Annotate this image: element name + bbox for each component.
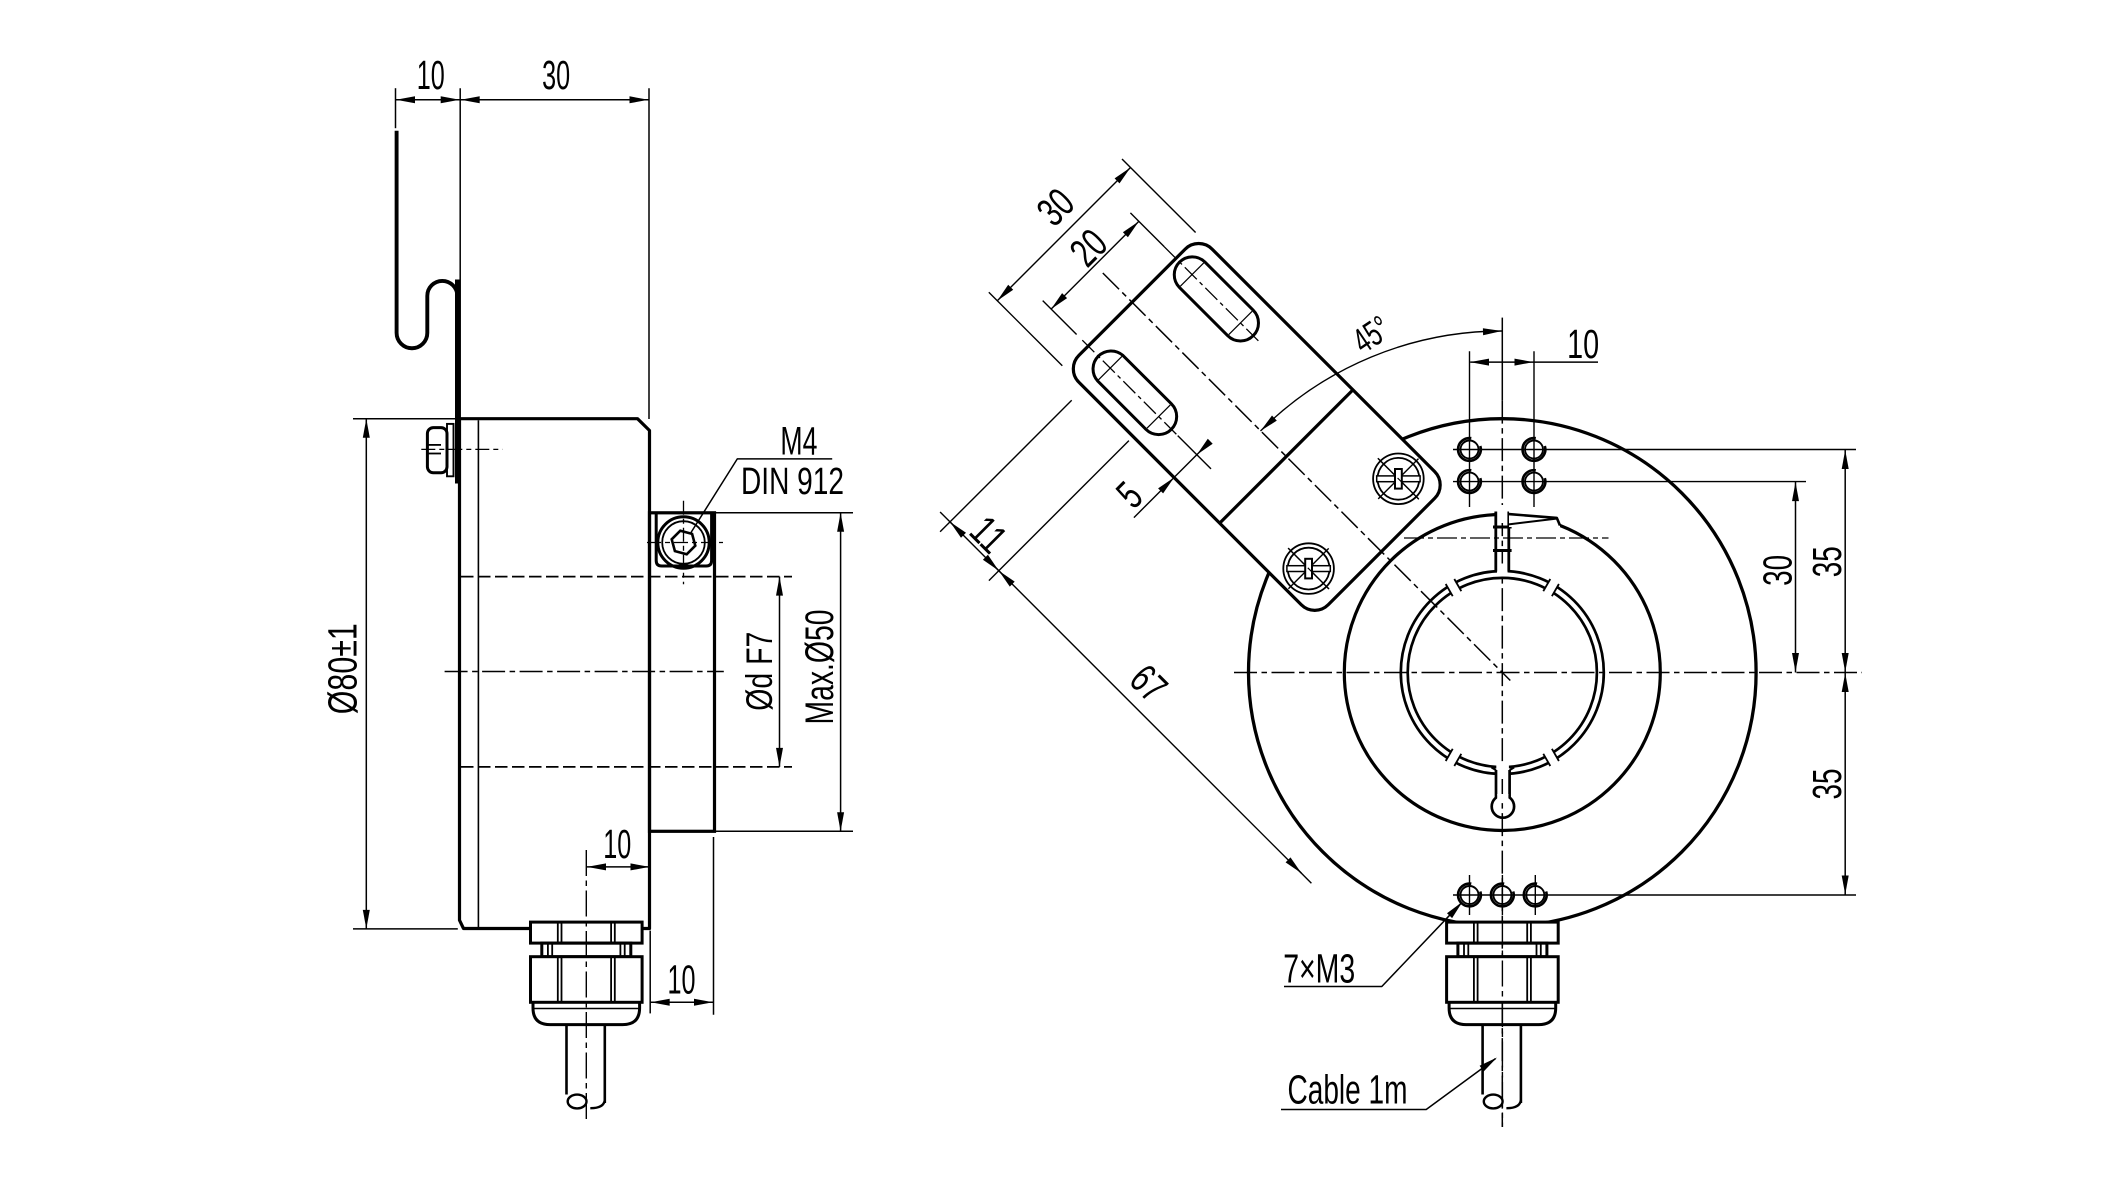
svg-text:Ød F7: Ød F7	[739, 632, 780, 711]
svg-text:10: 10	[417, 52, 445, 98]
svg-text:Ø80±1: Ø80±1	[320, 623, 366, 714]
svg-text:30: 30	[1755, 555, 1801, 586]
svg-text:10: 10	[603, 821, 631, 867]
svg-text:30: 30	[542, 52, 570, 98]
svg-text:10: 10	[1567, 321, 1599, 367]
svg-text:35: 35	[1804, 546, 1850, 577]
svg-text:Cable 1m: Cable 1m	[1288, 1067, 1408, 1113]
svg-text:7×M3: 7×M3	[1283, 946, 1355, 992]
svg-text:M4: M4	[780, 419, 817, 463]
svg-text:DIN 912: DIN 912	[741, 461, 844, 503]
svg-text:35: 35	[1804, 769, 1850, 800]
svg-text:Max.Ø50: Max.Ø50	[798, 610, 842, 725]
svg-text:10: 10	[668, 957, 696, 1003]
